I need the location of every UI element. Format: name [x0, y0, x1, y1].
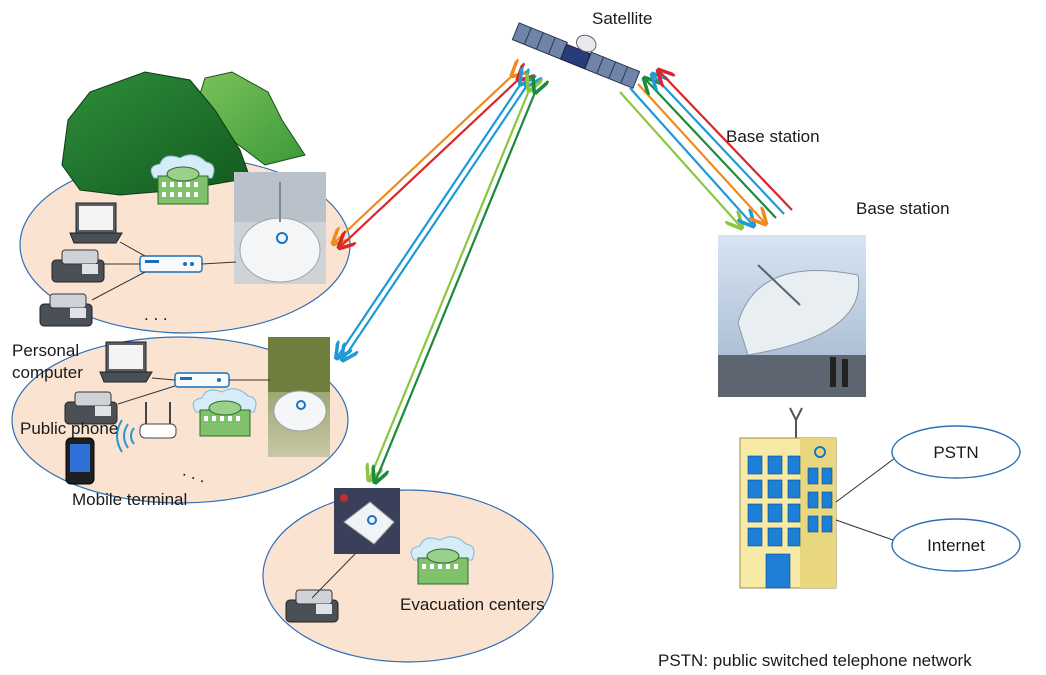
- zone-2-ellipse: [11, 336, 349, 504]
- zone-village-1: . . .: [19, 71, 351, 334]
- pstn-ellipse: [891, 425, 1021, 479]
- mobile-phone-icon: [65, 437, 95, 485]
- satellite-label: Satellite: [592, 9, 652, 28]
- zone-3-ellipse: [262, 489, 554, 663]
- internet-network: [835, 518, 1021, 572]
- wifi-access-point-icon: [139, 402, 177, 439]
- personal-computer-label-line1: Personal: [12, 341, 79, 360]
- ellipsis-1: . . .: [144, 305, 168, 324]
- public-phone-label: Public phone: [20, 419, 118, 438]
- laptop-icon: [99, 341, 153, 383]
- lan-cables-2: [117, 377, 270, 405]
- base-station-label: Base station: [856, 199, 950, 218]
- zone-evacuation: [262, 488, 554, 663]
- vsat-antenna-photo-2: [268, 337, 330, 457]
- evacuation-centers-label: Evacuation centers: [400, 595, 545, 614]
- gateway-building-icon: [739, 407, 837, 589]
- internet-connector: [835, 519, 894, 541]
- lan-cable-3: [311, 553, 356, 599]
- pstn-label: PSTN: [933, 443, 978, 462]
- base-station-arrows-label: Base station: [726, 127, 820, 146]
- laptop-icon: [69, 202, 123, 244]
- base-station-photo: [718, 235, 866, 397]
- satellite-icon: [511, 22, 641, 89]
- internet-ellipse: [891, 518, 1021, 572]
- pstn-network: [835, 425, 1021, 503]
- portable-vsat-photo: [334, 488, 400, 554]
- building-icon: [410, 536, 475, 585]
- pstn-connector: [835, 457, 896, 503]
- personal-computer-label-line2: computer: [12, 363, 83, 382]
- wireless-waves-icon: [116, 419, 135, 453]
- mountain-light: [194, 71, 306, 166]
- footnote: PSTN: public switched telephone network: [658, 651, 972, 670]
- router-icon: [174, 372, 230, 388]
- link-satellite-zone3: [370, 88, 536, 480]
- link-satellite-zone1: [335, 74, 520, 246]
- link-satellite-zone2: [338, 82, 528, 358]
- building-icon: [192, 388, 257, 437]
- vsat-antenna-photo-1: [234, 172, 326, 284]
- fax-phone-icon: [285, 589, 339, 623]
- building-icon: [150, 154, 215, 205]
- fax-phone-icon: [51, 249, 105, 283]
- zone-village-2: . . .: [11, 336, 349, 504]
- fax-phone-icon: [39, 293, 93, 327]
- mobile-terminal-label: Mobile terminal: [72, 490, 187, 509]
- lan-cables-1: [91, 241, 237, 301]
- router-icon: [139, 255, 203, 273]
- fax-phone-icon: [64, 391, 118, 425]
- link-satellite-basestation: [619, 72, 793, 226]
- internet-label: Internet: [927, 536, 985, 555]
